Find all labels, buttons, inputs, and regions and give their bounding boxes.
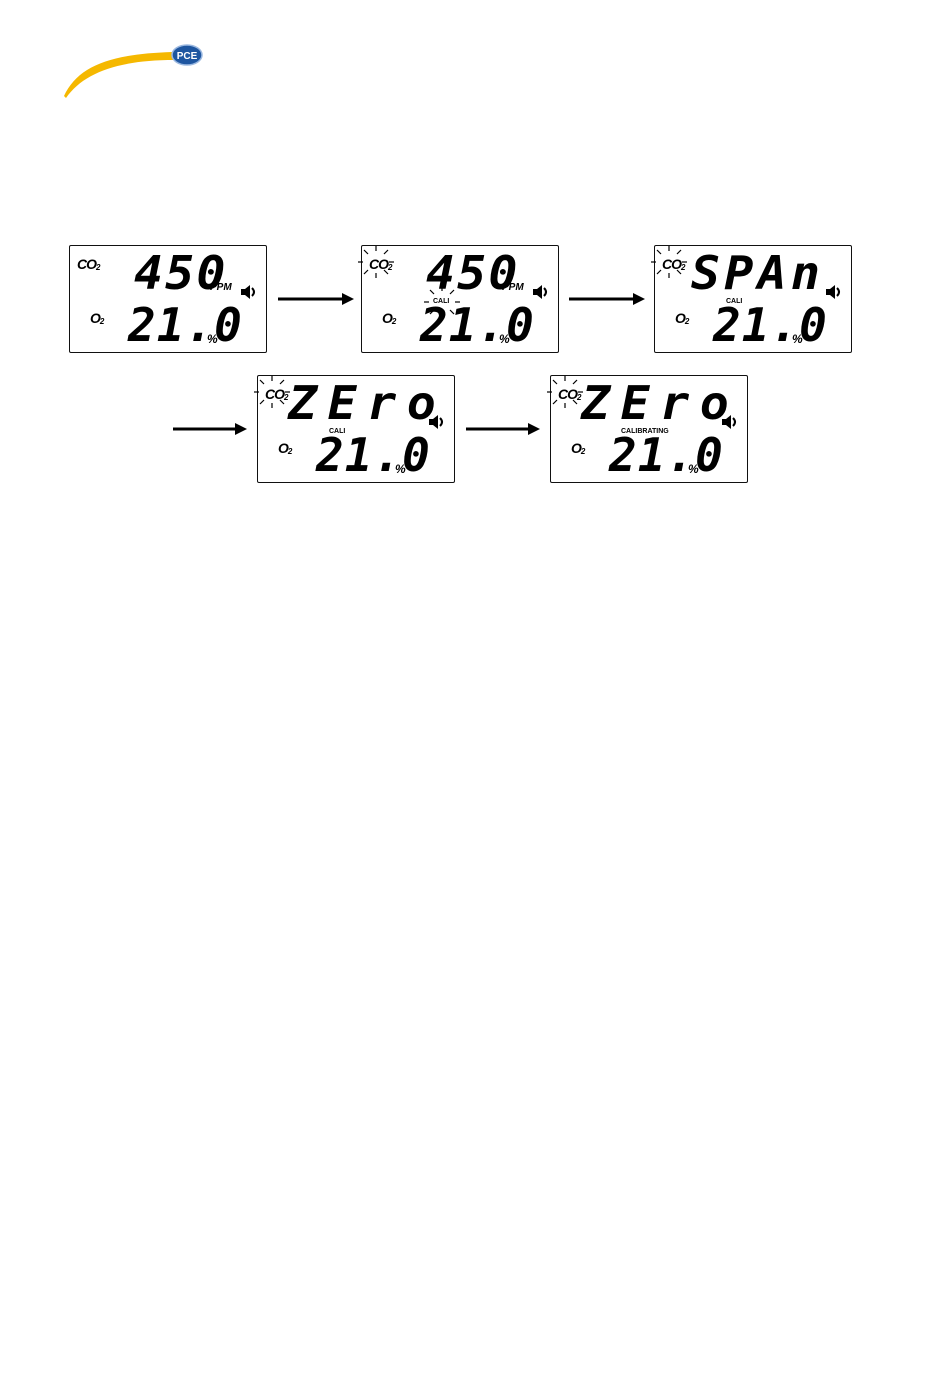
percent-unit: %	[207, 332, 218, 346]
o2-label: O2	[278, 440, 291, 456]
o2-reading: 21.0	[713, 302, 828, 348]
o2-reading: 21.0	[420, 302, 535, 348]
arrow-right-icon	[173, 422, 247, 436]
pce-logo: PCE	[60, 38, 210, 100]
co2-label: CO2	[369, 256, 391, 272]
percent-unit: %	[792, 332, 803, 346]
ppm-unit: PPM	[502, 282, 524, 293]
percent-unit: %	[499, 332, 510, 346]
o2-reading: 21.0	[316, 432, 431, 478]
co2-reading: SPAn	[691, 250, 824, 296]
lcd-screen-cali-start: CO2 450 PPM CALI O2 21.0 %	[361, 245, 559, 353]
o2-reading: 21.0	[609, 432, 724, 478]
o2-reading: 21.0	[128, 302, 243, 348]
arrow-right-icon	[466, 422, 540, 436]
co2-label: CO2	[558, 386, 580, 402]
lcd-screen-zero: CO2 ZEro CALI O2 21.0 %	[257, 375, 455, 483]
o2-label: O2	[382, 310, 395, 326]
lcd-screen-calibrating: CO2 ZEro CALIBRATING O2 21.0 %	[550, 375, 748, 483]
lcd-screen-span: CO2 SPAn CALI O2 21.0 %	[654, 245, 852, 353]
co2-reading: ZEro	[288, 380, 446, 426]
logo-swoosh	[64, 52, 174, 98]
lcd-screen-normal: CO2 450 PPM O2 21.0 %	[69, 245, 267, 353]
o2-label: O2	[90, 310, 103, 326]
o2-label: O2	[675, 310, 688, 326]
percent-unit: %	[688, 462, 699, 476]
arrow-right-icon	[278, 292, 354, 306]
co2-label: CO2	[662, 256, 684, 272]
percent-unit: %	[395, 462, 406, 476]
ppm-unit: PPM	[210, 282, 232, 293]
co2-label: CO2	[265, 386, 287, 402]
arrow-right-icon	[569, 292, 645, 306]
co2-label: CO2	[77, 256, 99, 272]
co2-reading: ZEro	[581, 380, 739, 426]
o2-label: O2	[571, 440, 584, 456]
logo-text: PCE	[177, 51, 198, 62]
